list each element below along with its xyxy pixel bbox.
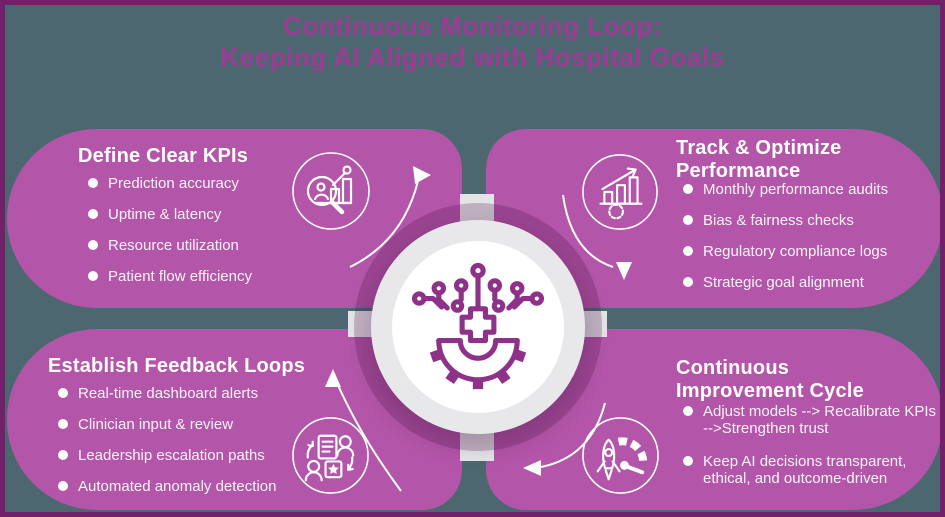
hub-connector-south [460,431,494,461]
bullet-dot [88,271,98,281]
panel-heading: Continuous Improvement Cycle [676,357,864,402]
panel-define-clear-kpis: Define Clear KPIs Prediction accuracy Up… [7,129,462,308]
hub-connector-west [348,311,376,337]
list-item: Regulatory compliance logs [683,243,933,260]
panel-heading: Define Clear KPIs [78,145,249,167]
list-item: Monthly performance audits [683,181,933,198]
list-item: Strategic goal alignment [683,274,933,291]
bullet-dot [58,388,68,398]
bullet-dot [88,240,98,250]
growth-chart-gear-icon [582,154,658,230]
bullet-dot [58,481,68,491]
bullet-dot [683,215,693,225]
bullet-dot [683,246,693,256]
feedback-review-icon [292,417,369,494]
panel-continuous-improvement-cycle: Continuous Improvement Cycle Adjust mode… [486,329,940,510]
list-item: Leadership escalation paths [58,447,318,464]
list-item: Clinician input & review [58,416,318,433]
bullet-dot [58,419,68,429]
hub-connector-north [460,194,494,224]
panel-heading: Establish Feedback Loops [48,355,306,377]
center-hub-circle [392,241,564,413]
panel-track-optimize-performance: Track & Optimize Performance Monthly per… [486,129,940,308]
panel-heading: Track & Optimize Performance [676,137,842,182]
list-item: Uptime & latency [88,206,318,223]
improvement-list: Adjust models --> Recalibrate KPIs -->St… [683,403,940,503]
hub-connector-east [579,311,607,337]
list-item: Bias & fairness checks [683,212,933,229]
bullet-dot [88,178,98,188]
list-item: Keep AI decisions transparent, ethical, … [683,453,940,487]
list-item: Resource utilization [88,237,318,254]
list-item: Adjust models --> Recalibrate KPIs -->St… [683,403,940,437]
bullet-dot [58,450,68,460]
magnifier-analytics-icon [292,152,370,230]
page-title: Continuous Monitoring Loop: Keeping AI A… [5,11,940,73]
bullet-dot [88,209,98,219]
bullet-dot [683,456,693,466]
bullet-dot [683,184,693,194]
rocket-gauge-icon [582,417,659,494]
panel-establish-feedback-loops: Establish Feedback Loops Real-time dashb… [7,329,462,510]
list-item: Patient flow efficiency [88,268,318,285]
list-item: Prediction accuracy [88,175,318,192]
page-title-line2: Keeping AI Aligned with Hospital Goals [220,42,725,72]
list-item: Real-time dashboard alerts [58,385,318,402]
audit-list: Monthly performance audits Bias & fairne… [683,181,933,305]
page-title-line1: Continuous Monitoring Loop: [283,11,662,41]
kpi-list: Prediction accuracy Uptime & latency Res… [88,175,318,299]
bullet-dot [683,277,693,287]
list-item: Automated anomaly detection [58,478,318,495]
ai-gear-medical-cross-icon [411,262,545,389]
feedback-list: Real-time dashboard alerts Clinician inp… [58,385,318,509]
bullet-dot [683,406,693,416]
